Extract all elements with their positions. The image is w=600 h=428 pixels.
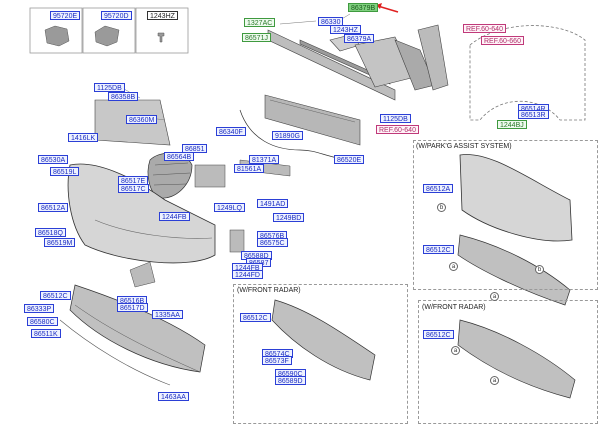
section-frame-front-radar-2 [418,300,598,424]
part-label-86512A[interactable]: 86512A [38,203,69,212]
callout-a: a [449,262,458,271]
callout-b: b [535,265,544,274]
part-label-1244FD[interactable]: 1244FD [232,270,263,279]
part-label-86511K[interactable]: 86511K [31,329,61,338]
part-label-86517D[interactable]: 86517D [117,303,148,312]
ref-label-60-660[interactable]: REF.60-660 [481,36,524,45]
part-label-81561A[interactable]: 81561A [234,164,265,173]
part-label-86333P[interactable]: 86333P [24,304,55,313]
part-label-91890G[interactable]: 91890G [272,131,303,140]
part-label-1125DB[interactable]: 1125DB [380,114,411,123]
ref-label-60-640-b[interactable]: REF.60-640 [376,125,419,134]
part-label-1243HZ[interactable]: 1243HZ [330,25,361,34]
part-label-86573F[interactable]: 86573F [262,356,292,365]
part-label-81371A[interactable]: 81371A [249,155,280,164]
part-label-1244FB[interactable]: 1244FB [159,212,190,221]
part-label-1249LQ[interactable]: 1249LQ [214,203,245,212]
part-label-86518Q[interactable]: 86518Q [35,228,66,237]
part-label-95720D[interactable]: 95720D [101,11,132,20]
part-label-86571J[interactable]: 86571J [242,33,271,42]
section-frame-front-radar-1 [233,284,408,424]
part-label-highlighted[interactable]: 86379B [348,3,379,12]
part-label-86519M[interactable]: 86519M [44,238,76,247]
part-label-86851[interactable]: 86851 [182,144,208,153]
part-label-86580C[interactable]: 86580C [27,317,58,326]
part-label-86513R[interactable]: 86513R [518,110,549,119]
ref-label-60-640[interactable]: REF.60-640 [463,24,506,33]
part-label-86512C-front-radar-2[interactable]: 86512C [423,330,454,339]
part-label-1243HZ[interactable]: 1243HZ [147,11,178,20]
callout-a: a [490,292,499,301]
part-label-86512C-front-radar[interactable]: 86512C [240,313,271,322]
callout-a: a [451,346,460,355]
part-label-86512C-park-assist[interactable]: 86512C [423,245,454,254]
part-label-86512A-park-assist[interactable]: 86512A [423,184,454,193]
callout-b: b [437,203,446,212]
section-title-park-assist: (W/PARK'G ASSIST SYSTEM) [416,143,512,150]
part-label-86358B[interactable]: 86358B [108,92,139,101]
part-label-1491AD[interactable]: 1491AD [257,199,289,208]
part-label-86589D[interactable]: 86589D [275,376,306,385]
part-label-86360M[interactable]: 86360M [126,115,158,124]
part-label-86564B[interactable]: 86564B [164,152,195,161]
part-label-1463AA[interactable]: 1463AA [158,392,189,401]
part-label-86340F[interactable]: 86340F [216,127,246,136]
part-label-86530A[interactable]: 86530A [38,155,69,164]
part-label-1244BJ[interactable]: 1244BJ [497,120,527,129]
part-label-1327AC[interactable]: 1327AC [244,18,276,27]
part-label-86512C[interactable]: 86512C [40,291,71,300]
part-label-95720E[interactable]: 95720E [50,11,81,20]
callout-a: a [490,376,499,385]
part-label-1125DB-b[interactable]: 1125DB [94,83,125,92]
part-label-1249BD[interactable]: 1249BD [273,213,305,222]
part-label-86519L[interactable]: 86519L [50,167,80,176]
part-label-1335AA[interactable]: 1335AA [152,310,183,319]
section-title-front-radar-2: (W/FRONT RADAR) [422,304,486,311]
section-frame-park-assist [413,140,598,290]
part-label-86575C[interactable]: 86575C [257,238,288,247]
part-label-86520E[interactable]: 86520E [334,155,365,164]
part-label-86517C[interactable]: 86517C [118,184,149,193]
section-title-front-radar-1: (W/FRONT RADAR) [237,287,301,294]
part-label-1416LK[interactable]: 1416LK [68,133,99,142]
part-label-86379A[interactable]: 86379A [344,34,375,43]
